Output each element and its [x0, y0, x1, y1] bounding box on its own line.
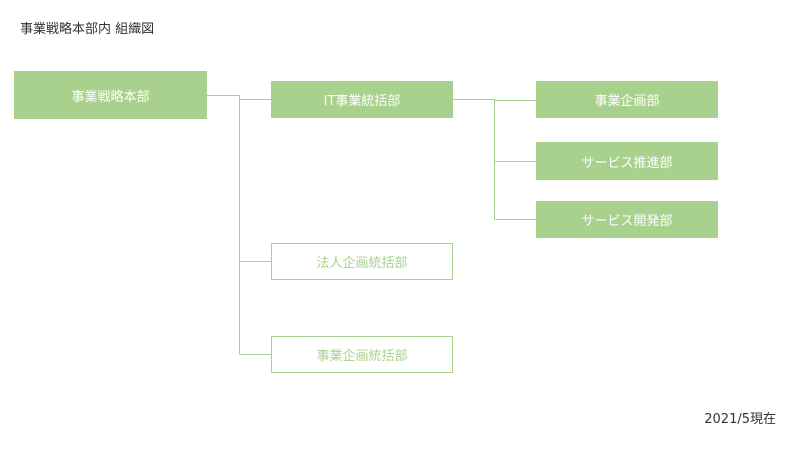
- org-root: 事業戦略本部: [14, 71, 207, 119]
- division-it-label: IT事業統括部: [323, 94, 401, 109]
- org-root-label: 事業戦略本部: [71, 89, 150, 105]
- division-it: IT事業統括部: [271, 81, 453, 118]
- department-business-planning-label: 事業企画部: [594, 94, 660, 109]
- division-corporate-planning-label: 法人企画統括部: [316, 256, 408, 271]
- page-title: 事業戦略本部内 組織図: [20, 22, 155, 37]
- department-business-planning: 事業企画部: [536, 81, 718, 118]
- division-business-planning: 事業企画統括部: [271, 336, 453, 373]
- department-service-development-label: サービス開発部: [581, 214, 673, 229]
- as-of-date: 2021/5現在: [704, 412, 776, 427]
- department-service-promotion: サービス推進部: [536, 142, 718, 180]
- department-service-promotion-label: サービス推進部: [581, 155, 673, 171]
- department-service-development: サービス開発部: [536, 201, 718, 238]
- division-business-planning-label: 事業企画統括部: [316, 349, 408, 364]
- division-corporate-planning: 法人企画統括部: [271, 243, 453, 280]
